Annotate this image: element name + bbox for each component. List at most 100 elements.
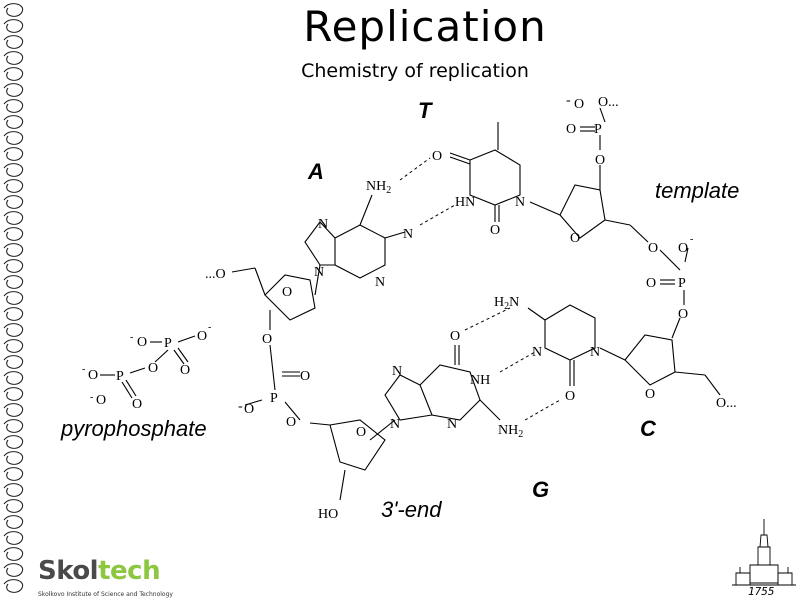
- chain-link: [3, 3, 24, 17]
- chain-link: [3, 51, 24, 65]
- adenine-imidazole: [304, 221, 336, 266]
- chain-link: [3, 227, 24, 241]
- label-thymine: T: [418, 98, 432, 123]
- chain-link: [3, 19, 24, 33]
- corner-year: 1755: [748, 585, 775, 598]
- chain-link: [3, 67, 24, 81]
- chain-link: [3, 531, 24, 545]
- label-three-prime-end: 3'-end: [381, 497, 442, 522]
- atom-o: O: [137, 335, 147, 350]
- atom-p: P: [116, 369, 124, 384]
- chain-link: [3, 355, 24, 369]
- atom-nh2-a: NH2: [366, 179, 391, 196]
- atom-o: O: [595, 153, 605, 168]
- label-guanine: G: [532, 477, 550, 502]
- atom-o: O: [565, 389, 575, 404]
- chain-link: [3, 115, 24, 129]
- skoltech-logo: Skoltech Skolkovo Institute of Science a…: [34, 556, 174, 600]
- atom-o-dots: O...: [598, 95, 619, 110]
- chain-link: [3, 307, 24, 321]
- atom-labels: O HN N O O O P O O... - O O O - O P O O …: [82, 93, 737, 522]
- atom-neg: -: [82, 364, 85, 375]
- atom-neg: -: [566, 93, 571, 108]
- chain-link: [3, 371, 24, 385]
- chain-link: [3, 211, 24, 225]
- atom-n: N: [532, 345, 542, 360]
- atom-dots-o: ...O: [205, 267, 226, 282]
- atom-o: O: [490, 223, 500, 238]
- atom-neg: -: [130, 332, 133, 343]
- chain-link: [3, 451, 24, 465]
- atom-n: N: [390, 417, 400, 432]
- atom-hn: HN: [455, 195, 475, 210]
- atom-o: O: [678, 241, 688, 256]
- chain-link: [3, 467, 24, 481]
- atom-o: O: [197, 329, 207, 344]
- chain-link: [3, 99, 24, 113]
- chain-link: [3, 563, 24, 577]
- atom-neg: -: [208, 322, 211, 333]
- atom-n: N: [447, 417, 457, 432]
- atom-n: N: [314, 265, 324, 280]
- label-cytosine: C: [640, 416, 656, 441]
- atom-o: O: [450, 329, 460, 344]
- label-pyrophosphate: pyrophosphate: [61, 416, 207, 441]
- chain-link: [3, 243, 24, 257]
- label-adenine: A: [308, 159, 324, 184]
- atom-neg: -: [90, 392, 93, 403]
- atom-p: P: [594, 122, 602, 137]
- chain-link: [3, 35, 24, 49]
- label-template: template: [655, 178, 740, 203]
- atom-o: O: [574, 97, 584, 112]
- atom-o: O: [432, 149, 442, 164]
- chain-link: [3, 435, 24, 449]
- atom-n: N: [375, 275, 385, 290]
- atom-o: O: [300, 369, 310, 384]
- atom-n: N: [392, 364, 402, 379]
- primer-sugar-bottom: [329, 419, 386, 471]
- chain-link: [3, 579, 24, 593]
- atom-o: O: [244, 402, 254, 417]
- chain-link: [3, 259, 24, 273]
- slide-subtitle: Chemistry of replication: [301, 60, 529, 82]
- atom-o: O: [88, 368, 98, 383]
- chain-link: [3, 515, 24, 529]
- logo-word-a: Skol: [38, 556, 99, 586]
- chain-link: [3, 147, 24, 161]
- university-building-icon: [732, 519, 796, 586]
- atom-o-dots: O...: [716, 396, 737, 411]
- atom-neg: -: [690, 234, 693, 245]
- atom-nh2-g: NH2: [498, 423, 523, 440]
- atom-o: O: [282, 285, 292, 300]
- chain-link: [3, 419, 24, 433]
- atom-o: O: [356, 425, 366, 440]
- atom-o: O: [646, 276, 656, 291]
- primer-sugar-top: [264, 274, 316, 321]
- chain-link: [3, 339, 24, 353]
- thymine-ring: [469, 149, 521, 206]
- guanine-imidazole: [384, 374, 433, 421]
- chain-link: [3, 291, 24, 305]
- atom-o: O: [148, 361, 158, 376]
- atom-ho: HO: [318, 507, 338, 522]
- chain-link: [3, 483, 24, 497]
- chain-link: [3, 387, 24, 401]
- atom-o: O: [648, 241, 658, 256]
- atom-n: N: [403, 227, 413, 242]
- atom-p: P: [164, 336, 172, 351]
- chain-link: [3, 275, 24, 289]
- chain-link: [3, 499, 24, 513]
- atom-nh: NH: [470, 373, 490, 388]
- atom-o: O: [678, 307, 688, 322]
- chain-link: [3, 131, 24, 145]
- atom-n: N: [590, 345, 600, 360]
- chain-border-decoration: [3, 3, 24, 593]
- atom-p: P: [270, 391, 278, 406]
- template-sugar-bottom: [624, 334, 676, 386]
- atom-neg: -: [238, 399, 243, 414]
- slide-title: Replication: [303, 2, 547, 51]
- chain-link: [3, 195, 24, 209]
- chain-link: [3, 403, 24, 417]
